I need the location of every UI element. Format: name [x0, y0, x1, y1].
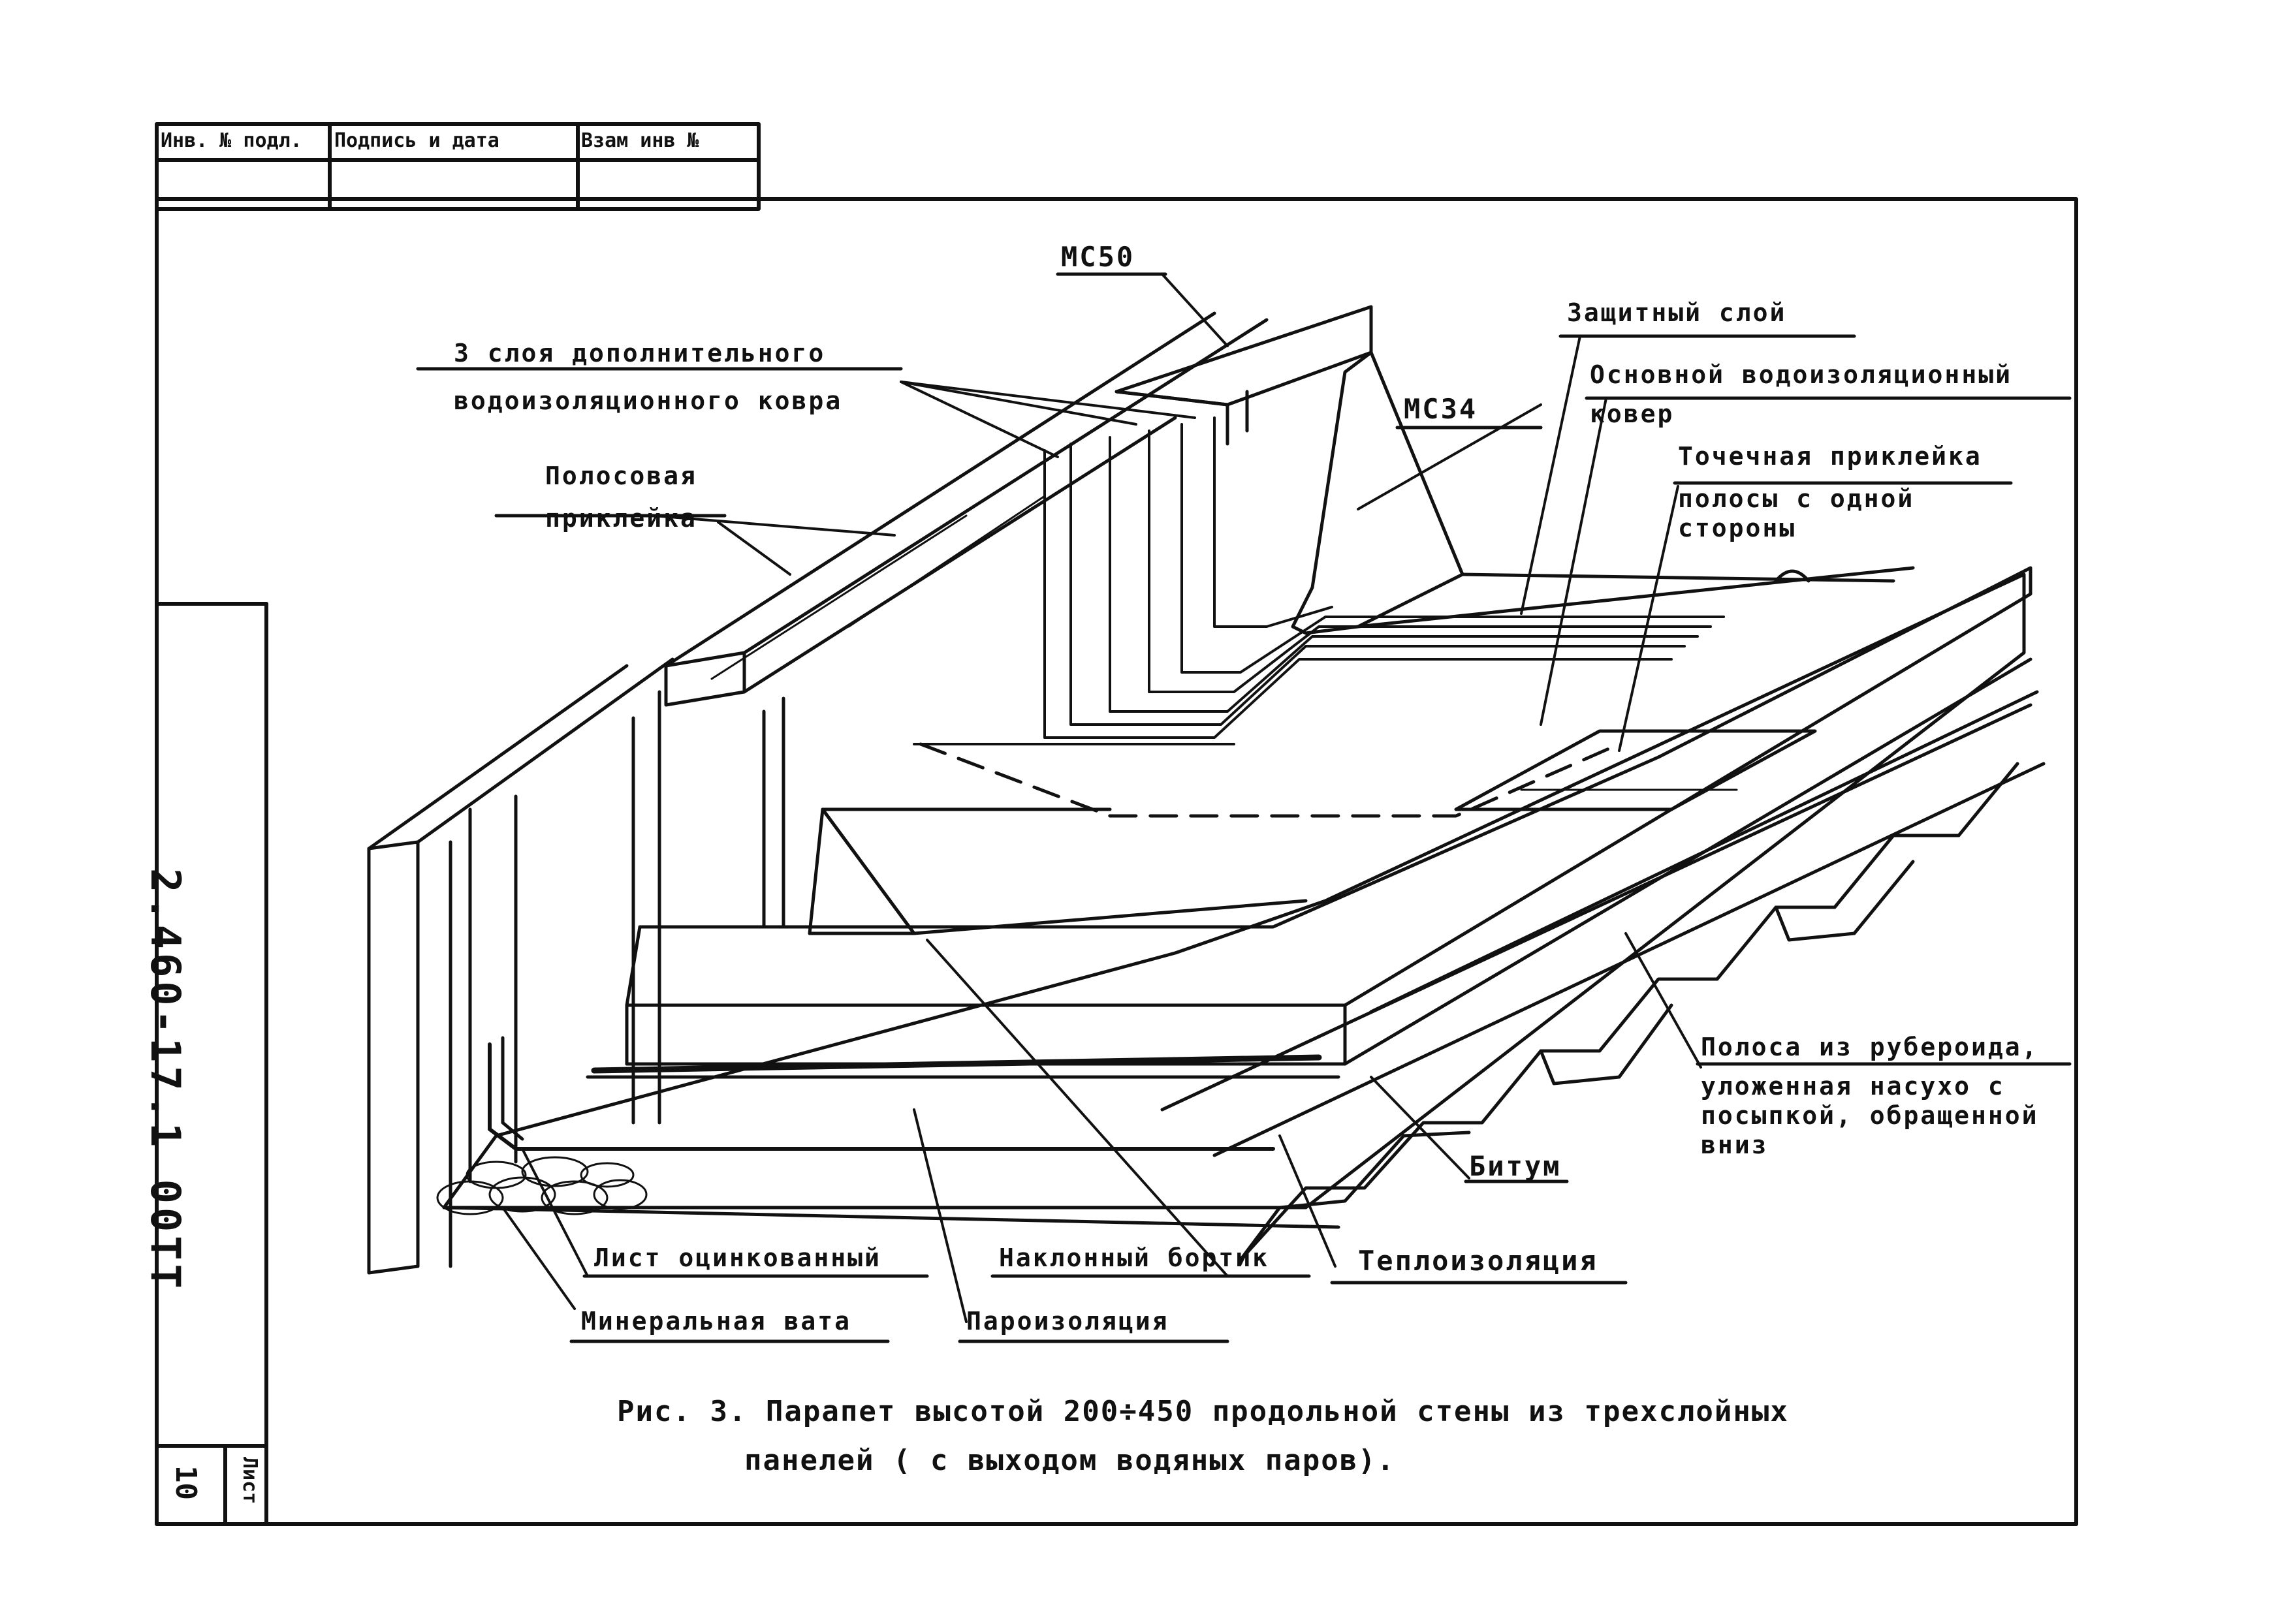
frame — [155, 122, 2078, 1526]
label-bitumen: Битум — [1469, 1150, 1562, 1182]
carpet-layers — [913, 416, 1725, 745]
label-point-glue: Точечная приклейка — [1678, 442, 1982, 471]
label-mc34: МС34 — [1404, 393, 1478, 425]
stamp-col-3: Взам инв № — [581, 129, 699, 152]
galvanized-sheet — [488, 1042, 1275, 1151]
corrugated-deck — [1160, 690, 2046, 1262]
label-main-carpet-2: ковер — [1590, 399, 1675, 428]
mineral-wool — [436, 1156, 648, 1215]
leader-lines — [501, 273, 1702, 1323]
slope-edge — [808, 807, 1308, 935]
label-slope-edge: Наклонный бортик — [999, 1243, 1270, 1272]
document-code: 2.460-17.1 00ТТ — [142, 868, 189, 1292]
label-3-layers-1: 3 слоя дополнительного — [454, 339, 826, 367]
mc50-cap — [1115, 305, 1373, 446]
label-ruberoid-4: вниз — [1701, 1131, 1769, 1159]
label-ruberoid-1: Полоса из рубероида, — [1701, 1033, 2039, 1061]
label-mineral-wool: Минеральная вата — [581, 1307, 852, 1335]
sheet-number: 10 — [169, 1465, 202, 1500]
caption-line-2: панелей ( с выходом водяных паров). — [744, 1444, 1396, 1477]
stamp-col-1: Инв. № подл. — [161, 129, 302, 152]
label-galvanized-sheet: Лист оцинкованный — [594, 1243, 881, 1272]
sheet-label: Лист — [238, 1457, 261, 1505]
label-ruberoid-2: уложенная насухо с — [1701, 1072, 2005, 1101]
label-point-glue-sub-1: полосы с одной — [1678, 484, 1915, 513]
label-vapor-barrier: Пароизоляция — [966, 1307, 1169, 1335]
label-strip-glue-2: приклейка — [545, 504, 697, 533]
label-protective-layer: Защитный слой — [1567, 298, 1787, 327]
label-main-carpet-1: Основной водоизоляционный — [1590, 360, 2012, 389]
point-glue-strip — [1454, 729, 1817, 811]
label-insulation: Теплоизоляция — [1358, 1245, 1598, 1277]
wood-beam — [664, 311, 1269, 707]
wall-panel — [367, 657, 785, 1275]
caption-line-1: Рис. 3. Парапет высотой 200÷450 продольн… — [617, 1395, 1789, 1428]
insulation-block — [625, 566, 2032, 1066]
label-mc50: МС50 — [1061, 241, 1135, 273]
label-3-layers-2: водоизоляционного ковра — [454, 386, 843, 415]
carpet-dashed-edge — [919, 742, 1621, 818]
label-ruberoid-3: посыпкой, обращенной — [1701, 1101, 2039, 1130]
stamp-col-2: Подпись и дата — [334, 129, 499, 152]
label-strip-glue-1: Полосовая — [545, 461, 697, 490]
label-point-glue-sub-2: стороны — [1678, 514, 1797, 542]
underlines — [416, 272, 2072, 1343]
